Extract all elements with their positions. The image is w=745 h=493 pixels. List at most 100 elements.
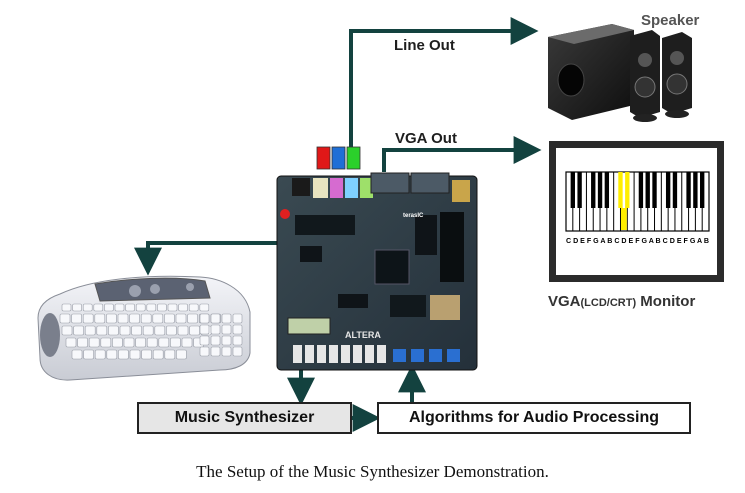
board-logo-text: terasIC <box>403 213 424 219</box>
audio-jacks <box>316 146 361 170</box>
monitor-graphic <box>549 141 724 282</box>
keyboard-key <box>71 313 82 324</box>
piano-black-key <box>652 172 657 208</box>
numpad-key <box>199 346 210 357</box>
keyboard-key <box>178 303 188 312</box>
keyboard-key <box>176 349 187 360</box>
piano-black-key-highlighted <box>625 172 630 208</box>
keyboard-key <box>73 325 84 336</box>
keyboard-key <box>158 337 170 348</box>
keyboard-key <box>164 349 176 360</box>
keyboard-key <box>104 303 114 312</box>
connectors <box>134 17 542 432</box>
de2-board: ALTERA terasIC <box>276 172 478 371</box>
keyboard-arrow <box>134 241 292 276</box>
keyboard-key <box>88 337 100 348</box>
keyboard-key <box>112 337 123 348</box>
numpad-key <box>199 313 210 324</box>
keyboard-key <box>83 349 94 360</box>
music-synthesizer-label: Music Synthesizer <box>174 409 315 426</box>
keyboard-key <box>93 303 104 312</box>
piano-black-key <box>604 172 610 208</box>
piano-black-key <box>591 172 596 208</box>
piano-white-key-highlighted <box>620 208 627 230</box>
keyboard-key <box>181 337 193 348</box>
keyboard-key <box>189 325 200 336</box>
keyboard-key <box>100 337 112 348</box>
keyboard-key <box>61 325 73 336</box>
keyboard-key <box>140 313 152 324</box>
keyboard-graphic <box>37 275 251 381</box>
keyboard-key <box>167 303 178 312</box>
keyboard-key <box>188 303 199 312</box>
monitor-label-sub: (LCD/CRT) <box>581 297 637 309</box>
piano-black-key <box>686 172 691 208</box>
keyboard-key <box>94 313 106 324</box>
keyboard-key <box>164 313 175 324</box>
numpad-key <box>210 335 221 346</box>
keyboard-key <box>72 303 82 312</box>
vga-out-arrow <box>382 136 542 172</box>
keyboard-key <box>108 325 119 336</box>
keyboard-key <box>106 349 118 360</box>
keyboard-key <box>152 313 164 324</box>
line-out-label: Line Out <box>394 37 455 54</box>
speaker-label: Speaker <box>641 12 700 29</box>
numpad-key <box>210 324 221 335</box>
keyboard-key <box>117 313 129 324</box>
keyboard-key <box>175 313 187 324</box>
piano-black-keys <box>570 172 705 230</box>
keyboard-key <box>123 337 135 348</box>
board-push-buttons <box>393 349 460 362</box>
keyboard-key <box>96 325 108 336</box>
numpad-key <box>221 346 232 357</box>
vga-out-label: VGA Out <box>395 130 457 147</box>
figure-caption: The Setup of the Music Synthesizer Demon… <box>196 462 549 481</box>
board-switches <box>293 345 386 363</box>
keyboard-key <box>187 313 198 324</box>
numpad-key <box>232 313 243 324</box>
line-out-arrow <box>349 17 539 150</box>
piano-black-key <box>693 172 698 208</box>
speaker-graphic <box>548 24 692 122</box>
monitor-label-vga: VGA <box>548 293 581 310</box>
monitor-label-word: Monitor <box>636 293 695 310</box>
numpad-key <box>221 324 232 335</box>
keyboard-key <box>146 337 158 348</box>
algorithms-box: Algorithms for Audio Processing <box>377 402 691 434</box>
music-synthesizer-box: Music Synthesizer <box>137 402 352 434</box>
keyboard-key <box>61 303 72 312</box>
keyboard-key <box>166 325 177 336</box>
numpad-key <box>221 335 232 346</box>
keyboard-key <box>94 349 106 360</box>
keyboard-key <box>146 303 157 312</box>
piano-black-key <box>577 172 582 208</box>
keyboard-key <box>106 313 117 324</box>
keyboard-key <box>129 313 140 324</box>
keyboard-key <box>84 325 96 336</box>
keyboard-key <box>71 349 83 360</box>
keyboard-key <box>135 337 146 348</box>
keyboard-key <box>82 303 93 312</box>
numpad-key <box>210 346 221 357</box>
keyboard-key <box>129 349 141 360</box>
keyboard-key <box>177 325 189 336</box>
keyboard-key <box>82 313 94 324</box>
piano-black-key <box>597 172 603 208</box>
keyboard-key <box>59 313 71 324</box>
board-brand-text: ALTERA <box>345 330 381 340</box>
keyboard-key <box>142 325 154 336</box>
piano-black-key <box>645 172 650 208</box>
numpad-key <box>199 324 210 335</box>
piano-black-key <box>672 172 678 208</box>
numpad-key <box>232 346 243 357</box>
piano-black-key <box>665 172 671 208</box>
keyboard-key <box>119 325 131 336</box>
numpad-key <box>221 313 232 324</box>
algorithms-label: Algorithms for Audio Processing <box>408 409 660 426</box>
keyboard-key <box>125 303 135 312</box>
keyboard-key <box>114 303 125 312</box>
piano-black-key <box>570 172 575 208</box>
keyboard-key <box>157 303 167 312</box>
